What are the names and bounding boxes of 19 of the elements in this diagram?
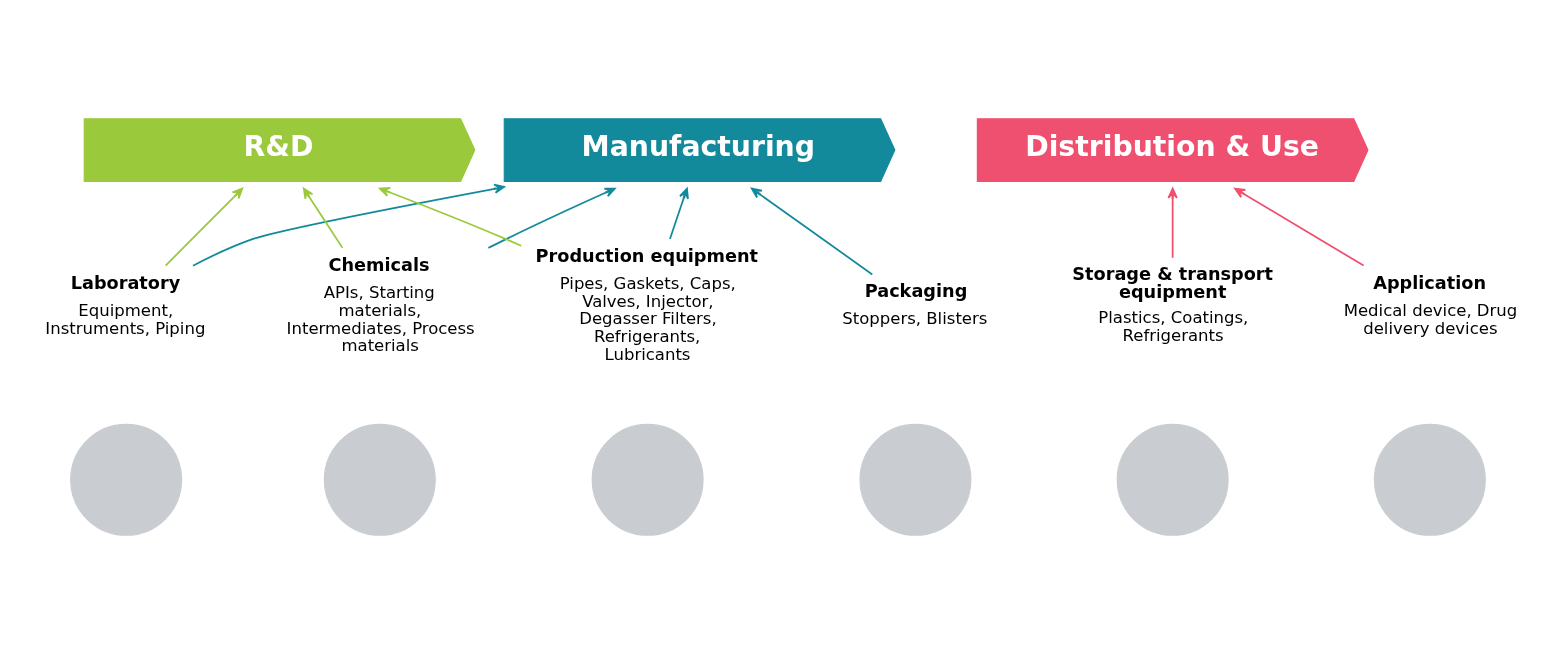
node-text: Storage & transport equipment Plastics, Coatings, Refrigerants — [1072, 263, 1274, 345]
arrow — [1167, 187, 1178, 259]
node-text: Laboratory Equipment, Instruments, Piping — [45, 272, 206, 338]
node-circle — [323, 423, 436, 536]
node-circle — [859, 423, 972, 536]
arrow — [669, 187, 689, 240]
arrow — [487, 187, 616, 249]
node-text: Chemicals APIs, Starting materials, Intermediates, Process materials — [286, 254, 475, 355]
node-text: Production equipment Pipes, Gaskets, Caps, Valves, Injector, Degasser Filters, Refrigerants, Lubricants — [535, 245, 758, 364]
arrow — [302, 187, 344, 249]
node-text: Packaging Stoppers, Blisters — [842, 280, 988, 328]
node-circle — [70, 423, 183, 536]
arrow — [164, 187, 244, 266]
node-text: Application Medical device, Drug delivery devices — [1343, 272, 1518, 338]
node-circle — [1116, 423, 1229, 536]
arrow — [1234, 187, 1365, 266]
node-circle — [591, 423, 704, 536]
node-circle — [1373, 423, 1486, 536]
arrow — [750, 187, 874, 275]
